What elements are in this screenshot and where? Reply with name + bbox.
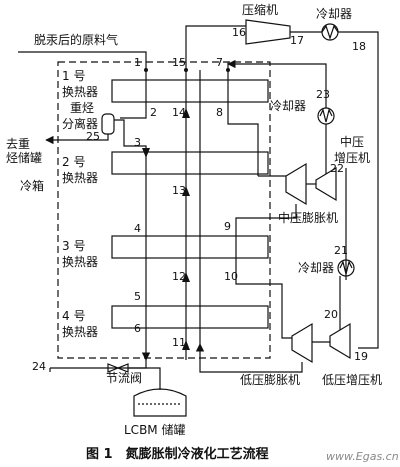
junction-7: [226, 68, 230, 72]
point-21: 21: [334, 244, 348, 257]
line-9-10: [235, 230, 292, 339]
point-16: 16: [232, 26, 246, 39]
to-heavy-label-b: 烃储罐: [6, 150, 42, 165]
point-22: 22: [330, 162, 344, 175]
point-18: 18: [352, 40, 366, 53]
throttle-label: 节流阀: [106, 371, 142, 385]
line-7-8: [227, 62, 259, 176]
point-11: 11: [172, 336, 186, 349]
cooler-23-coil: [319, 108, 333, 123]
cooler-top-label: 冷却器: [316, 7, 352, 21]
mp-booster-label-a: 中压: [340, 134, 364, 149]
lp-expander-out: [195, 343, 303, 373]
point-15: 15: [172, 56, 186, 69]
point-13: 13: [172, 184, 186, 197]
heat-exchanger-1: [111, 79, 269, 103]
mp-expander-out: [235, 204, 297, 230]
junction-15: [184, 68, 188, 72]
cooler23-label: 冷却器: [270, 99, 306, 113]
feed-gas-label: 脱汞后的原料气: [34, 32, 118, 47]
separator-to-heavy-tank-line: [45, 134, 109, 145]
cooler-21: [337, 259, 355, 277]
point-1: 1: [134, 56, 141, 69]
throttle-to-tank-line: [128, 367, 161, 390]
hx4-label-a: 4 号: [62, 309, 85, 323]
heat-exchanger-4: [111, 305, 269, 329]
cold-box-outline: [57, 61, 271, 359]
point-3: 3: [134, 136, 141, 149]
arrow-down-3: [142, 148, 150, 158]
cooler-top-outlet: [338, 31, 379, 349]
separator-label-a: 重烃: [70, 101, 94, 115]
point-5: 5: [134, 290, 141, 303]
point-8: 8: [216, 106, 223, 119]
hx3-label-b: 换热器: [62, 255, 98, 269]
compressor-label: 压缩机: [242, 2, 278, 17]
hx1-label-b: 换热器: [62, 85, 98, 99]
separator-label-b: 分离器: [62, 116, 98, 131]
hx1-to-separator-line: [120, 100, 147, 119]
heat-exchanger-2: [111, 151, 269, 175]
point-20: 20: [324, 308, 338, 321]
lp-expander: [291, 322, 313, 364]
point-9: 9: [224, 220, 231, 233]
mp-expander-label: 中压膨胀机: [278, 210, 338, 225]
arrow-12: [182, 272, 190, 282]
return-line-to-compressor: [185, 25, 246, 62]
hx2-label-a: 2 号: [62, 155, 85, 169]
lp-expander-label: 低压膨胀机: [240, 373, 300, 387]
point-14: 14: [172, 106, 186, 119]
hx1-label-a: 1 号: [62, 69, 85, 83]
point-4: 4: [134, 222, 141, 235]
column-arrows: [142, 68, 230, 350]
lcbm-tank: [133, 388, 187, 417]
mp-booster: [315, 166, 337, 202]
product-line: [106, 360, 147, 369]
point-24: 24: [32, 360, 46, 373]
figure-caption: 图 1 氮膨胀制冷液化工艺流程: [86, 446, 269, 462]
lp-booster: [329, 322, 351, 360]
cooler21-label: 冷却器: [298, 261, 334, 275]
heavy-separator-vessel: [101, 113, 115, 135]
lcbm-tank-label: LCBM 储罐: [124, 422, 185, 437]
arrow-11: [182, 340, 190, 350]
mp-expander: [285, 162, 307, 206]
point-12: 12: [172, 270, 186, 283]
mp-booster-label-b: 增压机: [334, 151, 370, 165]
cooler-top-coil: [321, 24, 339, 40]
junction-1: [144, 68, 148, 72]
watermark: www.Egas.cn: [326, 450, 399, 463]
point-7: 7: [216, 56, 223, 69]
point-2: 2: [150, 106, 157, 119]
point-6: 6: [134, 322, 141, 335]
hx3-label-a: 3 号: [62, 239, 85, 253]
arrow-14: [182, 108, 190, 118]
feed-gas-line: [18, 51, 147, 100]
to-heavy-label-a: 去重: [6, 137, 30, 151]
separator-to-point3-line: [114, 119, 151, 361]
point-19: 19: [354, 350, 368, 363]
point-25: 25: [86, 130, 100, 143]
lp-booster-label: 低压增压机: [322, 373, 382, 387]
cooler23-to-hx1: [227, 59, 327, 108]
compressor: [245, 19, 291, 45]
cold-box-label: 冷箱: [20, 178, 44, 193]
point-17: 17: [290, 34, 304, 47]
point-23: 23: [316, 88, 330, 101]
heat-exchanger-3: [111, 235, 269, 259]
hx2-label-b: 换热器: [62, 171, 98, 185]
point-10: 10: [224, 270, 238, 283]
arrow-13: [182, 186, 190, 196]
cooler-21-coil: [339, 260, 353, 275]
hx4-label-b: 换热器: [62, 325, 98, 339]
